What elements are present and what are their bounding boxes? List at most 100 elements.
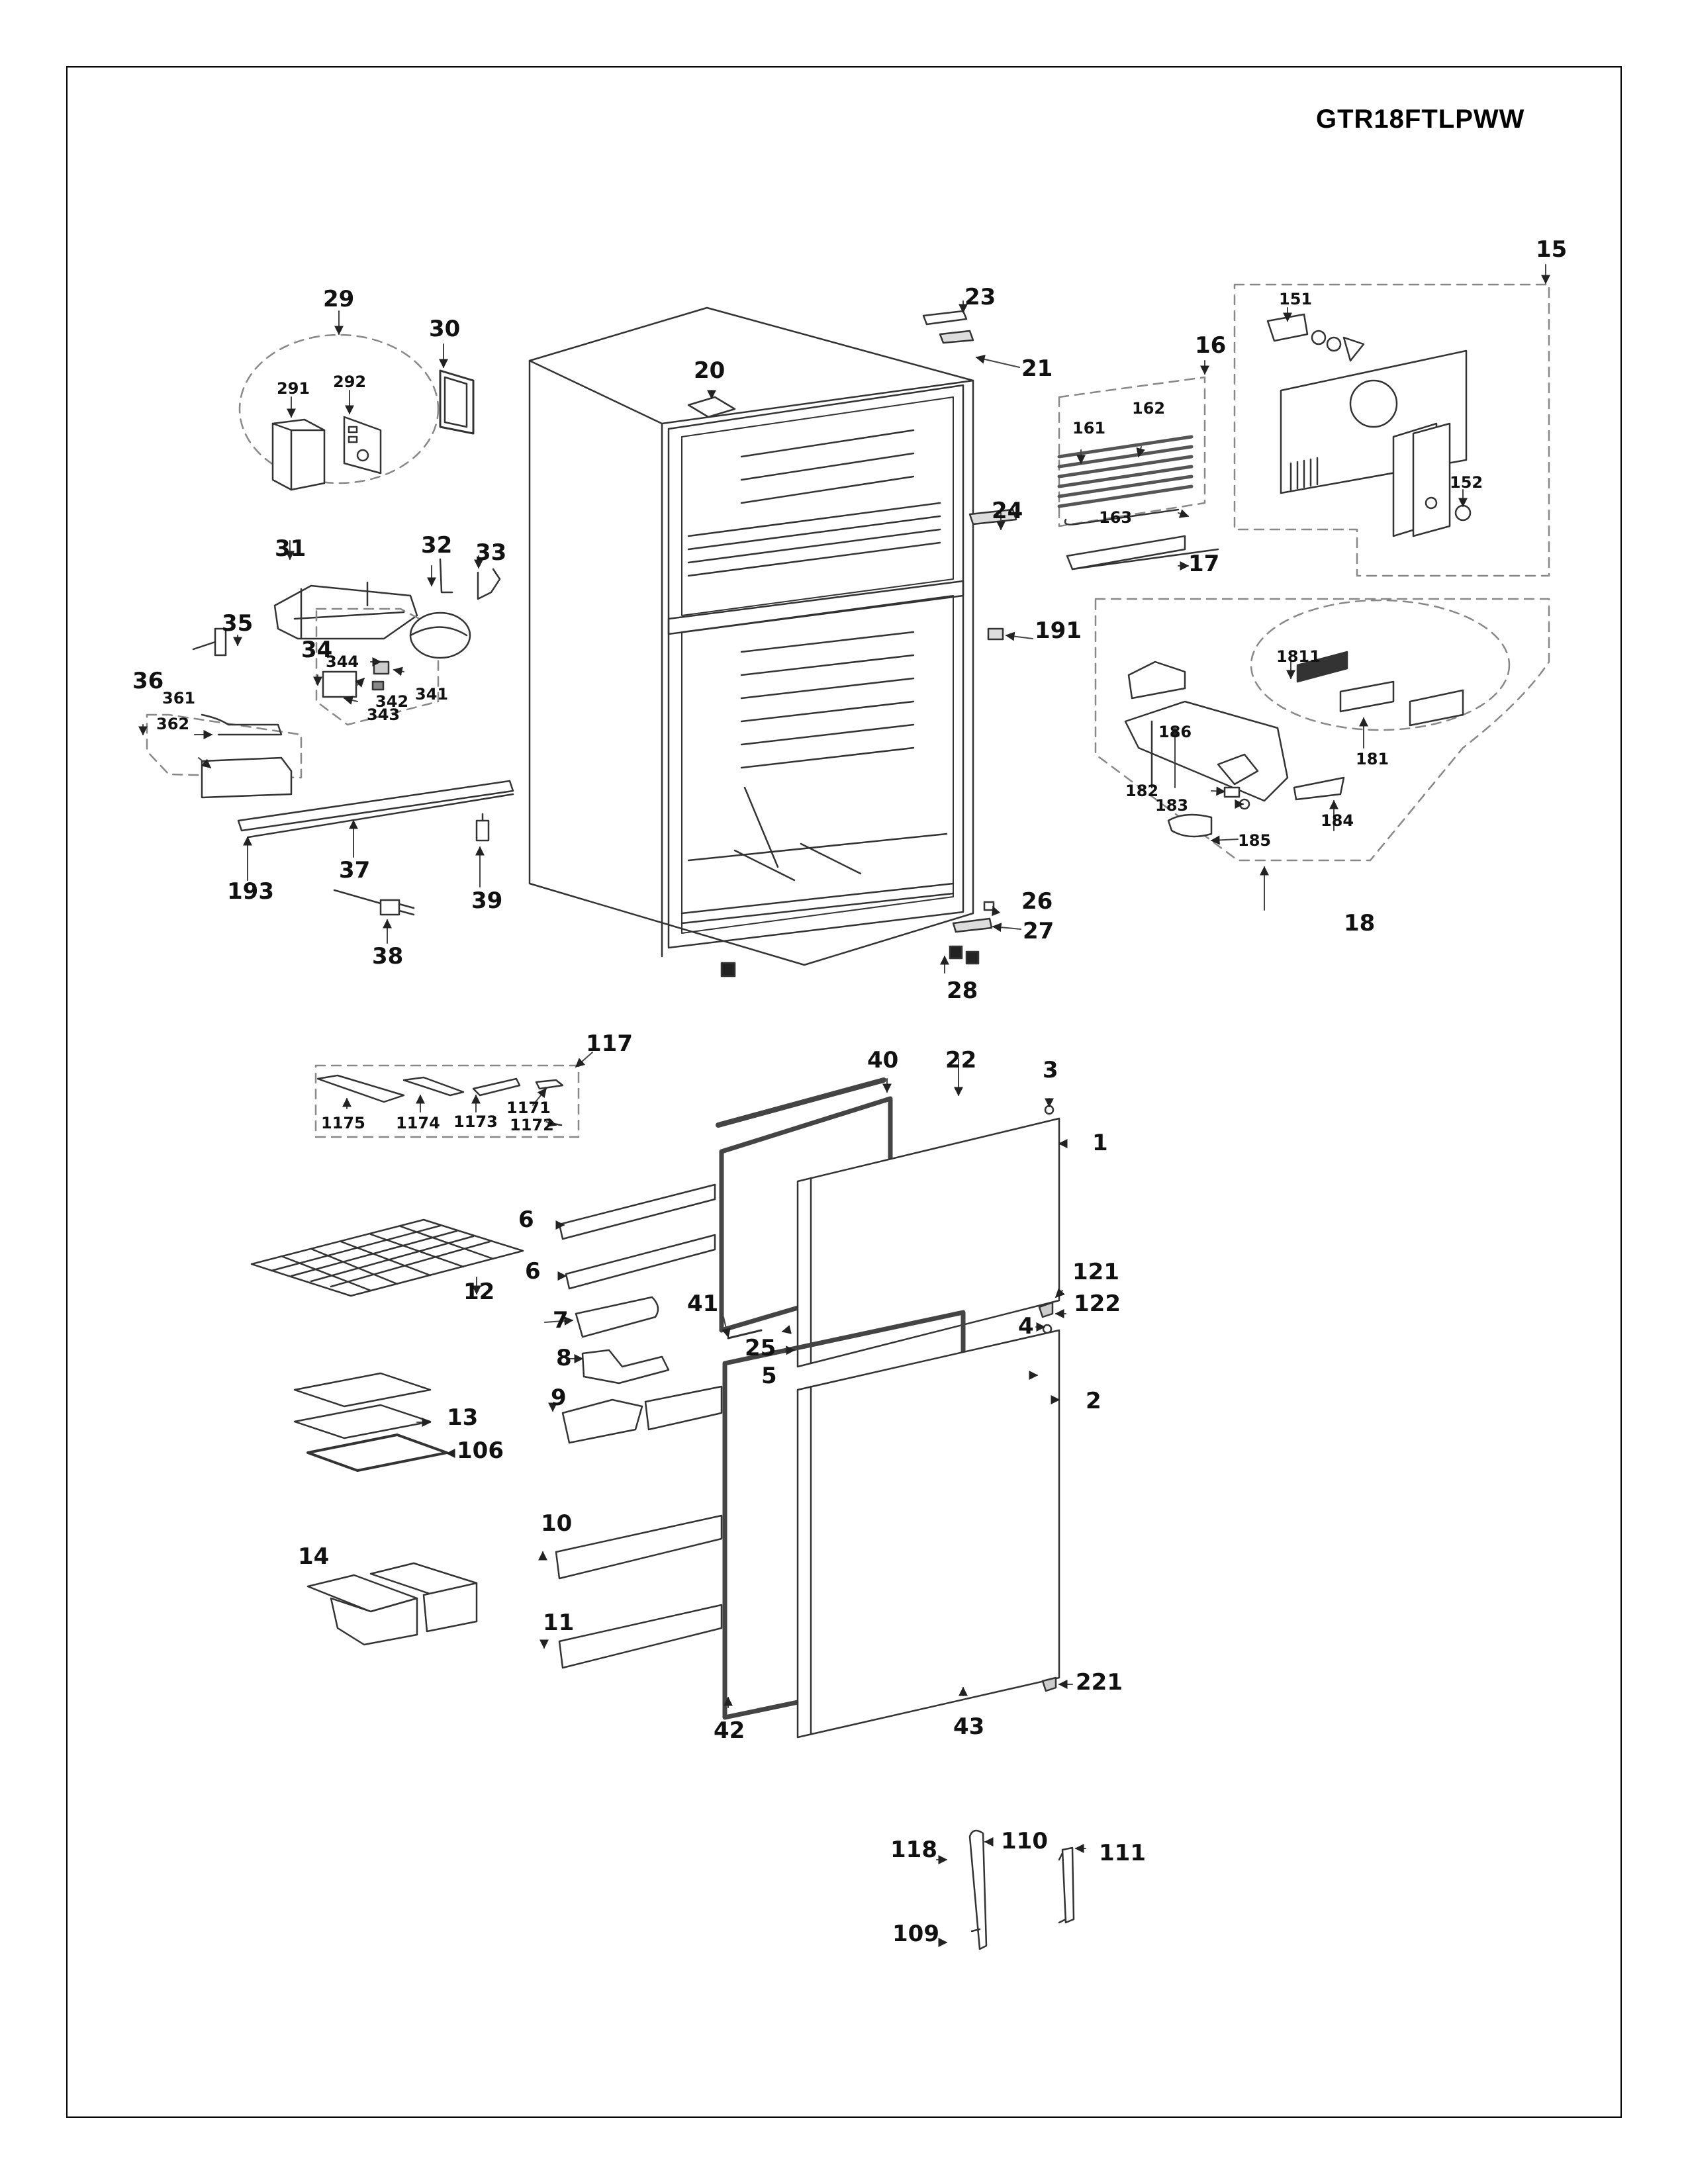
- part-184: [1293, 776, 1345, 801]
- callout-193: 193: [227, 878, 274, 905]
- part-32: [439, 558, 453, 594]
- callout-152: 152: [1450, 473, 1483, 492]
- part-20: [687, 396, 736, 418]
- callout-38: 38: [372, 943, 404, 970]
- callout-361: 361: [162, 689, 196, 707]
- callout-117: 117: [586, 1030, 633, 1057]
- callout-25: 25: [745, 1335, 776, 1361]
- callout-16: 16: [1195, 332, 1227, 359]
- callout-1: 1: [1092, 1130, 1108, 1156]
- part-13-upper: [293, 1372, 432, 1408]
- callout-30: 30: [429, 316, 461, 342]
- callout-181: 181: [1356, 750, 1389, 768]
- part-40: [716, 1077, 886, 1128]
- callout-12: 12: [463, 1279, 495, 1305]
- callout-342: 342: [375, 692, 409, 711]
- part-9b: [644, 1385, 723, 1431]
- callout-1172: 1172: [510, 1116, 554, 1134]
- callout-118: 118: [890, 1837, 937, 1863]
- part-344: [373, 660, 390, 675]
- callout-161: 161: [1072, 419, 1106, 437]
- callout-39: 39: [471, 887, 503, 914]
- part-31: [273, 581, 418, 640]
- callout-24: 24: [992, 498, 1023, 524]
- part-39: [475, 813, 490, 842]
- callout-14: 14: [298, 1543, 330, 1570]
- callout-28: 28: [947, 978, 978, 1004]
- callout-191: 191: [1035, 617, 1082, 644]
- part-6b: [565, 1234, 716, 1290]
- part-17: [1066, 535, 1219, 570]
- part-8: [581, 1349, 670, 1385]
- part-221: [1041, 1676, 1057, 1692]
- part-11: [558, 1604, 723, 1669]
- callout-29: 29: [323, 286, 355, 312]
- callout-4: 4: [1018, 1313, 1034, 1340]
- callout-27: 27: [1023, 918, 1055, 944]
- callout-10: 10: [541, 1510, 573, 1537]
- callout-7: 7: [553, 1307, 569, 1334]
- callout-8: 8: [556, 1345, 572, 1371]
- part-111: [1058, 1846, 1075, 1924]
- part-181-display: [1296, 651, 1464, 727]
- callout-343: 343: [367, 705, 400, 724]
- part-361: [201, 713, 283, 736]
- callout-111: 111: [1099, 1840, 1146, 1866]
- group-34-outline: [315, 608, 440, 726]
- part-152-cover: [1392, 422, 1451, 537]
- group-16-outline: [1058, 376, 1206, 527]
- callout-292: 292: [333, 373, 367, 391]
- callout-122: 122: [1074, 1291, 1121, 1317]
- leader-lines: [138, 264, 1550, 1947]
- callout-362: 362: [156, 715, 190, 733]
- part-41: [727, 1329, 763, 1340]
- part-10: [555, 1514, 723, 1580]
- callout-183: 183: [1155, 796, 1189, 815]
- part-18-housing: [1124, 660, 1289, 802]
- part-2: [796, 1329, 1060, 1739]
- callout-31: 31: [275, 535, 306, 562]
- callout-185: 185: [1238, 831, 1272, 850]
- callout-291: 291: [277, 379, 310, 398]
- part-27: [952, 917, 993, 933]
- group-36-outline: [146, 713, 303, 779]
- part-38: [333, 889, 415, 916]
- part-1175: [316, 1074, 405, 1103]
- part-35: [192, 627, 227, 657]
- part-151: [1266, 313, 1365, 362]
- part-342: [371, 680, 385, 691]
- part-24: [968, 508, 1017, 525]
- part-163: [1064, 508, 1180, 525]
- callout-40: 40: [867, 1047, 899, 1073]
- callout-18: 18: [1344, 910, 1376, 936]
- callout-121: 121: [1072, 1259, 1119, 1285]
- callout-41: 41: [687, 1291, 719, 1317]
- model-number: GTR18FTLPWW: [1316, 105, 1525, 134]
- callout-6-upper: 6: [518, 1206, 534, 1233]
- callout-163: 163: [1099, 508, 1133, 527]
- part-291: [271, 418, 326, 491]
- callout-109: 109: [892, 1921, 939, 1947]
- part-21: [939, 330, 974, 344]
- callout-1174: 1174: [396, 1114, 440, 1132]
- part-362: [201, 756, 293, 799]
- part-191: [987, 627, 1004, 641]
- callout-34: 34: [301, 637, 333, 663]
- part-9: [561, 1398, 643, 1444]
- part-343: [322, 670, 357, 698]
- part-30: [439, 369, 475, 435]
- part-1173: [472, 1077, 521, 1097]
- callout-36: 36: [132, 668, 164, 694]
- callout-182: 182: [1125, 782, 1159, 800]
- callout-344: 344: [326, 653, 359, 671]
- part-185: [1167, 813, 1213, 838]
- group-29-outline: [238, 334, 440, 484]
- callout-341: 341: [415, 685, 449, 704]
- callout-22: 22: [945, 1047, 977, 1073]
- callout-37: 37: [339, 857, 371, 884]
- callout-32: 32: [421, 532, 453, 559]
- callout-3: 3: [1043, 1057, 1058, 1083]
- part-26: [983, 901, 995, 911]
- callout-15: 15: [1536, 236, 1568, 263]
- part-37: [237, 780, 514, 839]
